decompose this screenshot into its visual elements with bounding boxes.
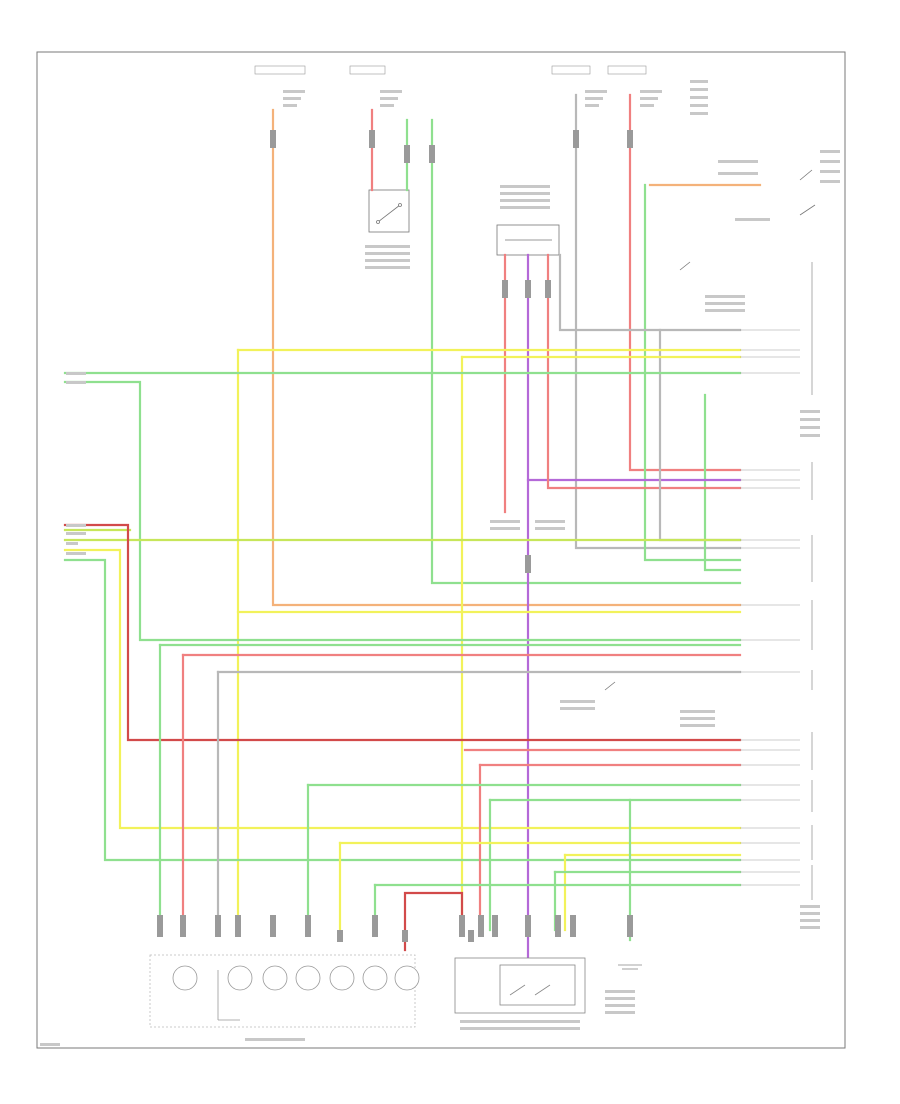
relay-module (368, 189, 410, 233)
instrument-cluster (149, 954, 420, 1028)
wires (63, 93, 762, 962)
pressure-sensor (496, 224, 560, 256)
connector-pins (157, 130, 633, 942)
right-wire-ends (740, 329, 800, 886)
label-placeholders (40, 80, 840, 1046)
switch-symbols (604, 169, 816, 691)
ground-symbol (618, 964, 642, 970)
top-fuse-labels (254, 65, 647, 75)
diagram-frame (36, 51, 846, 1049)
control-module (454, 957, 586, 1014)
